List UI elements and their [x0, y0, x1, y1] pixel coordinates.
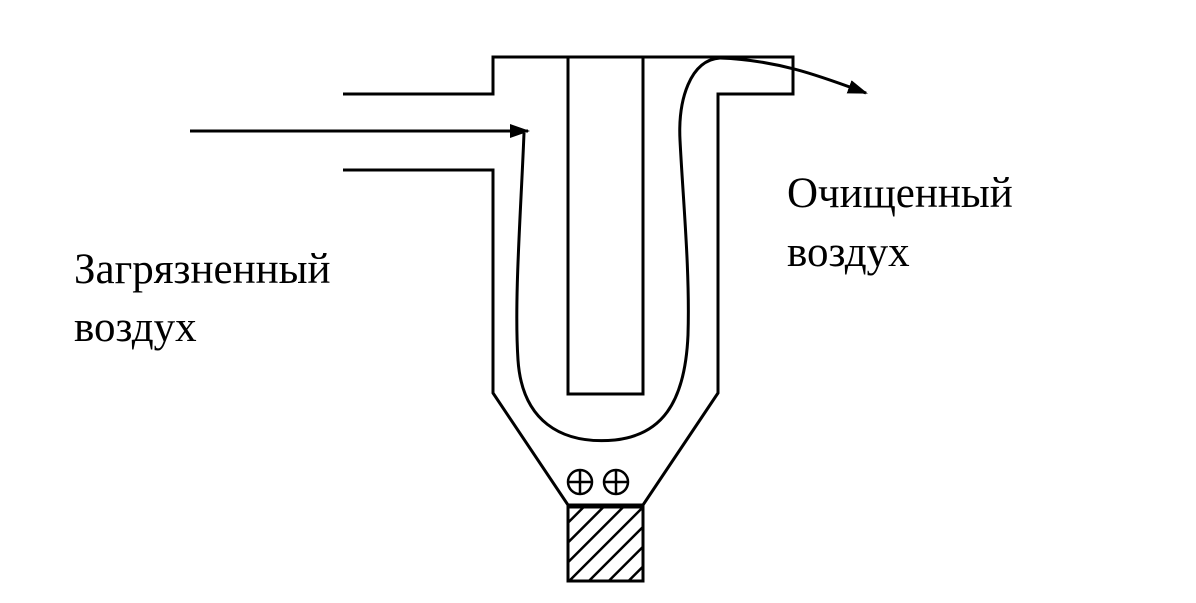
- cyclone-housing: [343, 55, 795, 507]
- clean-air-label-line2: воздух: [787, 229, 910, 276]
- crossed-circle-icon: [566, 468, 594, 496]
- dust-collector: [566, 505, 645, 583]
- dirty-air-label-line1: Загрязненный: [74, 246, 331, 293]
- clean-air-label-line1: Очищенный: [787, 170, 1013, 217]
- airflow-path: [515, 56, 721, 443]
- exhaust-pipe: [566, 55, 645, 396]
- outlet-arrow: [719, 56, 868, 95]
- crossed-circle-icon: [602, 468, 630, 496]
- dirty-air-label-line2: воздух: [74, 304, 197, 351]
- dust-particle-symbols: [566, 468, 630, 496]
